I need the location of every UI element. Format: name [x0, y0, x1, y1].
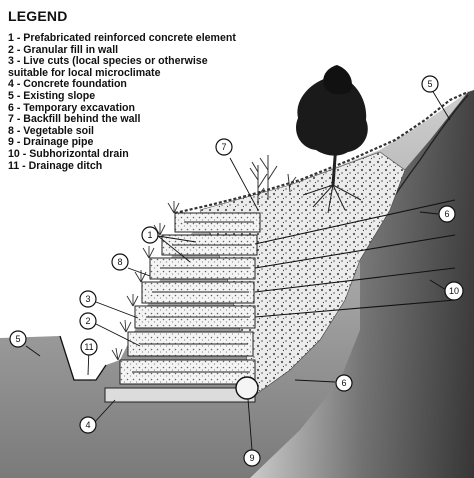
legend-item-2: 2 - Granular fill in wall	[8, 43, 119, 56]
callout-7: 7	[215, 138, 233, 156]
callout-10: 10	[444, 281, 464, 301]
subhorizontal-drains	[254, 199, 456, 318]
legend-item-9: 9 - Drainage pipe	[8, 136, 94, 149]
callout-9-label: 9	[249, 453, 254, 463]
callout-9: 9	[243, 449, 261, 467]
concrete-foundation	[104, 387, 256, 403]
callout-4-label: 4	[85, 420, 90, 430]
callout-6-right-label: 6	[444, 209, 449, 219]
callout-3-label: 3	[85, 294, 90, 304]
callout-8-label: 8	[117, 257, 122, 267]
legend-list: 1 - Prefabricated reinforced concrete el…	[8, 32, 308, 172]
callout-4: 4	[79, 416, 97, 434]
legend-item-3: 3 - Live cuts (local species or otherwis…	[8, 55, 208, 79]
legend-item-11: 11 - Drainage ditch	[8, 159, 103, 172]
callout-8: 8	[111, 253, 129, 271]
callout-6-bottom-label: 6	[341, 378, 346, 388]
legend-item-8: 8 - Vegetable soil	[8, 124, 94, 137]
legend-item-7: 7 - Backfill behind the wall	[8, 113, 141, 126]
callout-5-left-label: 5	[15, 334, 20, 344]
callout-10-label: 10	[449, 286, 459, 296]
callout-2-label: 2	[85, 316, 90, 326]
callout-11: 11	[80, 338, 98, 356]
leader-lines	[25, 89, 451, 451]
callout-1-label: 1	[147, 230, 152, 240]
callout-6-right: 6	[438, 205, 456, 223]
tree	[296, 65, 368, 214]
legend-item-10: 10 - Subhorizontal drain	[8, 147, 129, 160]
legend: LEGEND 1 - Prefabricated reinforced conc…	[8, 8, 308, 172]
legend-title: LEGEND	[8, 8, 68, 24]
legend-item-5: 5 - Existing slope	[8, 89, 96, 102]
legend-item-6: 6 - Temporary excavation	[8, 101, 135, 114]
callout-11-label: 11	[84, 342, 93, 352]
drainage-ditch	[59, 335, 107, 381]
shrubs	[249, 155, 297, 205]
live-cuts	[111, 201, 180, 361]
callout-6-bottom: 6	[335, 374, 353, 392]
callout-1: 1	[141, 226, 159, 244]
callout-3: 3	[79, 290, 97, 308]
callout-5-right-label: 5	[427, 79, 432, 89]
legend-item-4: 4 - Concrete foundation	[8, 78, 127, 91]
callout-5-right: 5	[421, 75, 439, 93]
callout-5-left: 5	[9, 330, 27, 348]
drainage-pipe	[235, 376, 259, 400]
legend-item-1: 1 - Prefabricated reinforced concrete el…	[8, 32, 236, 44]
deep-slope-shading	[250, 90, 474, 478]
callout-2: 2	[79, 312, 97, 330]
callout-7-label: 7	[221, 142, 226, 152]
